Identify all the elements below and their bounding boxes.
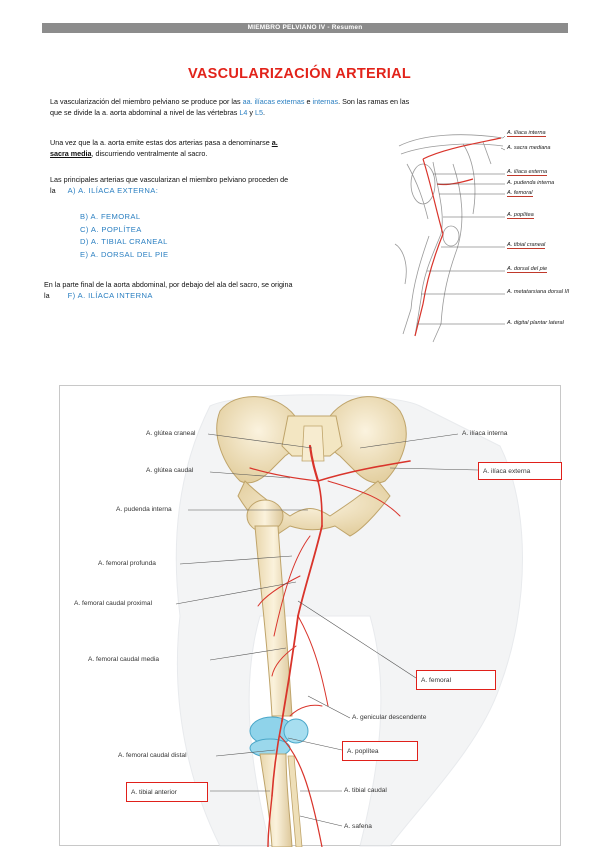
list-item: D) A. TIBIAL CRANEAL bbox=[80, 237, 168, 247]
sketch-label-iliaca-externa: A. ilíaca externa bbox=[507, 169, 548, 176]
arterial-tree bbox=[249, 444, 411, 848]
label-safena: A. safena bbox=[344, 823, 372, 830]
paragraph-2: Una vez que la a. aorta emite estas dos … bbox=[50, 138, 278, 158]
sketch-label-femoral: A. femoral bbox=[507, 190, 533, 197]
highlight-tibial-anterior: A. tibial anterior bbox=[126, 782, 208, 802]
label-pudenda-interna: A. pudenda interna bbox=[116, 506, 172, 513]
tibia-bone bbox=[259, 753, 303, 848]
sketch-label-iliaca-interna: A. ilíaca interna bbox=[507, 130, 546, 137]
paragraph-1: La vascularización del miembro pelviano … bbox=[50, 97, 410, 117]
hindlimb-sketch bbox=[394, 134, 506, 343]
hindlimb-sketch-figure: A. ilíaca interna A. sacra mediana A. il… bbox=[393, 124, 599, 346]
item-iliaca-externa: A) A. ILÍACA EXTERNA: bbox=[67, 186, 159, 195]
label-iliaca-interna: A. ilíaca interna bbox=[462, 430, 508, 437]
label-tibial-caudal: A. tibial caudal bbox=[344, 787, 387, 794]
page-header: MIEMBRO PELVIANO IV - Resumen bbox=[42, 23, 568, 33]
sketch-label-dorsal-pie: A. dorsal del pie bbox=[507, 266, 548, 273]
page-title: VASCULARIZACIÓN ARTERIAL bbox=[187, 66, 412, 82]
pelvis-bone bbox=[216, 396, 407, 537]
label-glutea-caudal: A. glútea caudal bbox=[146, 467, 194, 474]
sketch-label-poplitea: A. poplítea bbox=[507, 212, 534, 219]
list-item: E) A. DORSAL DEL PIE bbox=[80, 249, 169, 259]
vertebra-l4: L4 bbox=[239, 108, 248, 117]
hindlimb-anatomy-drawing bbox=[175, 394, 523, 848]
paragraph-4: En la parte final de la aorta abdominal,… bbox=[44, 280, 293, 300]
leader-lines bbox=[175, 433, 479, 827]
sketch-label-pudenda-interna: A. pudenda interna bbox=[507, 180, 555, 186]
sketch-label-tibial-craneal: A. tibial craneal bbox=[507, 242, 546, 249]
link-internas: internas bbox=[312, 97, 339, 106]
label-femoral-caudal-proximal: A. femoral caudal proximal bbox=[74, 600, 153, 607]
paragraph-3: Las principales arterias que vasculariza… bbox=[50, 175, 289, 195]
sketch-label-metatarsiana: A. metatarsiana dorsal III bbox=[507, 289, 570, 295]
item-iliaca-interna: F) A. ILÍACA INTERNA bbox=[67, 291, 153, 300]
list-item: B) A. FEMORAL bbox=[80, 212, 141, 221]
sketch-label-sacra-mediana: A. sacra mediana bbox=[507, 145, 551, 151]
label-femoral-caudal-media: A. femoral caudal media bbox=[88, 656, 160, 663]
artery-list: B) A. FEMORAL C) A. POPLÍTEA D) A. TIBIA… bbox=[80, 211, 168, 261]
label-femoral-profunda: A. femoral profunda bbox=[98, 560, 156, 567]
sketch-label-digital-plantar: A. digital plantar lateral bbox=[507, 320, 564, 326]
label-femoral-caudal-distal: A. femoral caudal distal bbox=[118, 752, 187, 759]
highlight-iliaca-externa: A. ilíaca externa bbox=[478, 462, 562, 480]
link-iliacas-externas: aa. ilíacas externas bbox=[242, 97, 305, 106]
vertebra-l5: L5 bbox=[254, 108, 263, 117]
label-glutea-craneal: A. glútea craneal bbox=[146, 430, 196, 437]
femur-bone bbox=[246, 499, 293, 717]
highlight-femoral: A. femoral bbox=[416, 670, 496, 690]
highlight-poplitea: A. poplítea bbox=[342, 741, 418, 761]
arterial-illustration: A. glútea craneal A. ilíaca interna A. g… bbox=[59, 385, 562, 848]
list-item: C) A. POPLÍTEA bbox=[80, 224, 142, 234]
knee-joint bbox=[249, 716, 309, 758]
label-genicular-descendente: A. genicular descendente bbox=[352, 714, 427, 721]
